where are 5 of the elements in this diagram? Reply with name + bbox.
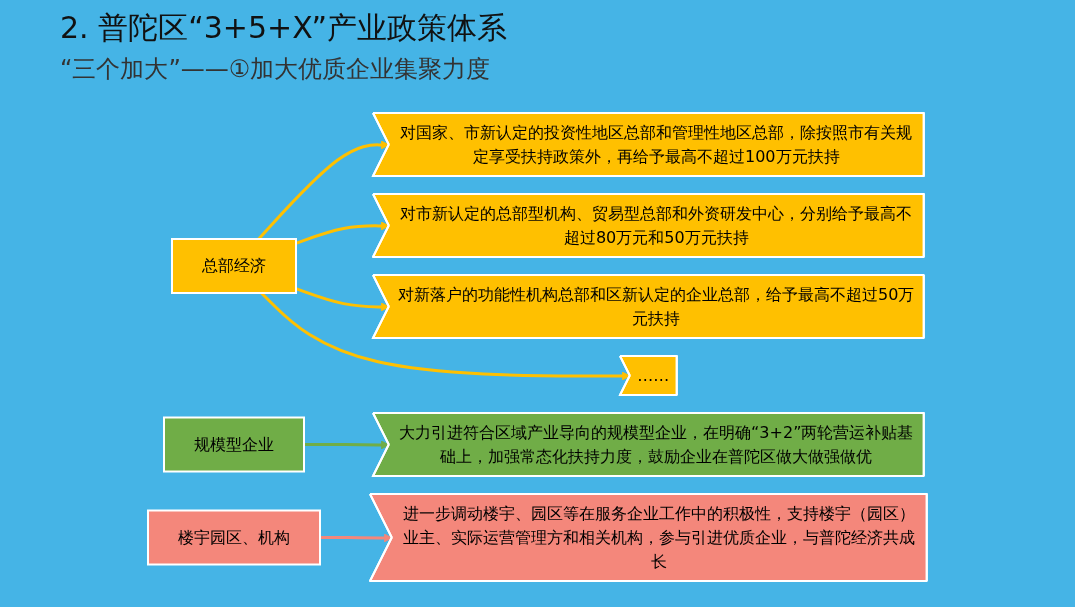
subtitle: “三个加大”——①加大优质企业集聚力度: [60, 54, 491, 85]
node-box: 楼宇园区、机构: [147, 509, 322, 566]
title: 2. 普陀区“3+5+X”产业政策体系: [60, 9, 508, 47]
node-box: 总部经济: [171, 238, 298, 294]
node-box: 规模型企业: [163, 416, 306, 473]
